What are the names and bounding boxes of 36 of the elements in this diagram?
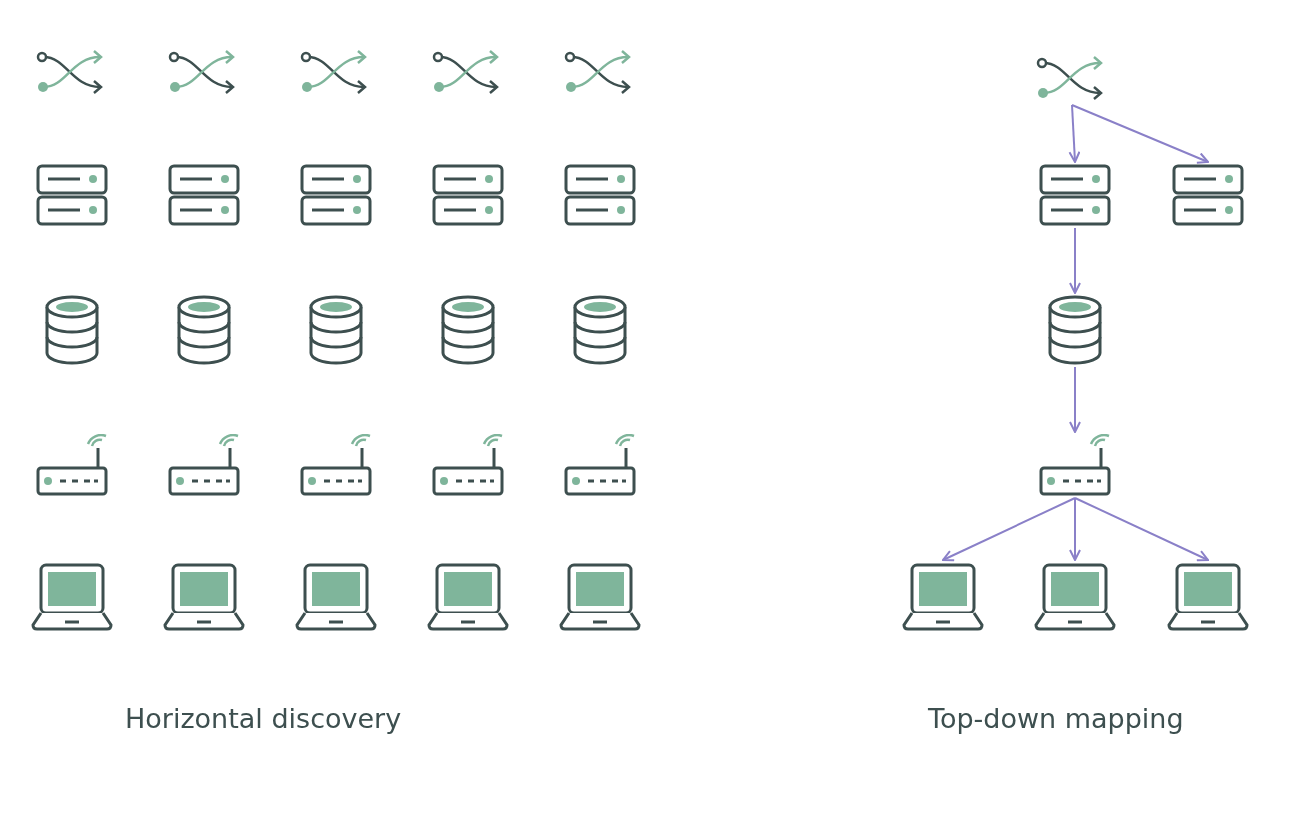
router-icon xyxy=(300,434,372,496)
server-icon xyxy=(1039,164,1111,226)
server-icon xyxy=(1172,164,1244,226)
server-icon xyxy=(432,164,504,226)
laptop-icon xyxy=(427,562,509,632)
database-icon xyxy=(177,295,231,365)
caption-text: Horizontal discovery xyxy=(125,702,402,736)
router-icon xyxy=(168,434,240,496)
laptop-icon xyxy=(1167,562,1249,632)
database-icon xyxy=(45,295,99,365)
arrow xyxy=(1069,497,1081,561)
server-icon xyxy=(36,164,108,226)
arrow xyxy=(1069,227,1081,294)
database-icon xyxy=(309,295,363,365)
laptop-icon xyxy=(31,562,113,632)
laptop-icon xyxy=(295,562,377,632)
router-icon xyxy=(432,434,504,496)
laptop-icon xyxy=(902,562,984,632)
arrow xyxy=(942,497,1076,562)
laptop-icon xyxy=(559,562,641,632)
router-icon xyxy=(1039,434,1111,496)
router-icon xyxy=(564,434,636,496)
caption-text: Top-down mapping xyxy=(928,702,1184,736)
router-icon xyxy=(36,434,108,496)
database-icon xyxy=(573,295,627,365)
arrow xyxy=(1068,104,1081,163)
arrow xyxy=(1074,497,1209,562)
arrow xyxy=(1071,104,1209,164)
server-icon xyxy=(564,164,636,226)
laptop-icon xyxy=(1034,562,1116,632)
database-icon xyxy=(441,295,495,365)
server-icon xyxy=(300,164,372,226)
database-icon xyxy=(1048,295,1102,365)
laptop-icon xyxy=(163,562,245,632)
arrow xyxy=(1069,366,1081,433)
server-icon xyxy=(168,164,240,226)
